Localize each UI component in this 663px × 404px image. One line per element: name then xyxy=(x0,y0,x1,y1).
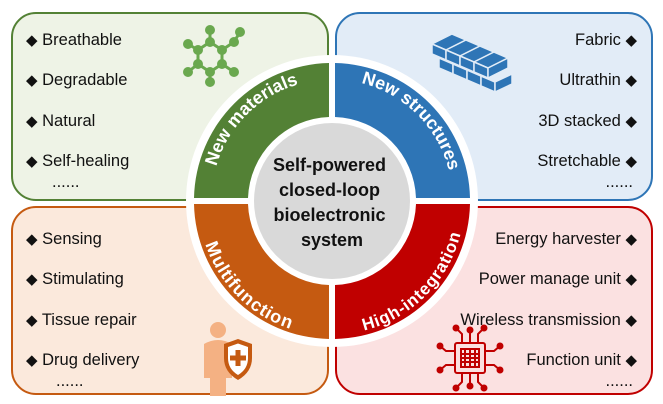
list-item-label: 3D stacked xyxy=(538,112,621,130)
list-item-degradable: ◆ Degradable xyxy=(26,70,127,91)
list-item-self-healing: ◆ Self-healing xyxy=(26,151,129,172)
ring-segment-high-integration xyxy=(335,204,470,339)
list-item-label: Fabric xyxy=(575,31,621,49)
bullet-diamond-icon: ◆ xyxy=(26,352,38,369)
bullet-diamond-icon: ◆ xyxy=(625,153,637,170)
ellipsis-multifunction: ...... xyxy=(56,372,84,390)
ring-segment-new-structures xyxy=(335,63,470,198)
center-line-1: Self-powered xyxy=(273,155,386,175)
bullet-diamond-icon: ◆ xyxy=(625,312,637,329)
ellipsis-high-integration: ...... xyxy=(605,372,633,390)
bullet-diamond-icon: ◆ xyxy=(26,153,38,170)
center-line-2: closed-loop xyxy=(279,180,380,200)
bullet-diamond-icon: ◆ xyxy=(26,113,38,130)
list-item-tissue-repair: ◆ Tissue repair xyxy=(26,310,137,331)
list-item-fabric: Fabric ◆ xyxy=(575,30,637,51)
list-item-natural: ◆ Natural xyxy=(26,111,95,132)
ring-segment-new-materials xyxy=(194,63,329,198)
list-item-power-manage-unit: Power manage unit ◆ xyxy=(479,269,637,290)
list-item-3d-stacked: 3D stacked ◆ xyxy=(538,111,637,132)
list-item-label: Stimulating xyxy=(42,270,124,288)
list-item-sensing: ◆ Sensing xyxy=(26,229,102,250)
list-item-label: Wireless transmission xyxy=(460,311,621,329)
list-item-label: Stretchable xyxy=(537,152,621,170)
list-item-label: Natural xyxy=(42,112,96,130)
list-item-wireless-transmission: Wireless transmission ◆ xyxy=(460,310,637,331)
bullet-diamond-icon: ◆ xyxy=(26,271,38,288)
brick-wall-icon xyxy=(430,33,513,94)
list-item-label: Power manage unit xyxy=(478,270,621,288)
bullet-diamond-icon: ◆ xyxy=(625,32,637,49)
bullet-diamond-icon: ◆ xyxy=(625,72,637,89)
list-item-label: Degradable xyxy=(42,71,128,89)
list-item-stimulating: ◆ Stimulating xyxy=(26,269,124,290)
list-item-stretchable: Stretchable ◆ xyxy=(537,151,637,172)
list-item-label: Sensing xyxy=(42,230,102,248)
list-item-drug-delivery: ◆ Drug delivery xyxy=(26,350,139,371)
molecule-icon xyxy=(183,25,245,87)
bullet-diamond-icon: ◆ xyxy=(26,312,38,329)
ring-segment-multifunction xyxy=(194,204,329,339)
list-item-function-unit: Function unit ◆ xyxy=(526,350,637,371)
chip-icon xyxy=(436,324,504,392)
bullet-diamond-icon: ◆ xyxy=(26,72,38,89)
ellipsis-new-structures: ...... xyxy=(605,173,633,191)
center-label: Self-powered closed-loop bioelectronic s… xyxy=(273,155,391,250)
ellipsis-new-materials: ...... xyxy=(52,173,80,191)
list-item-label: Ultrathin xyxy=(559,71,621,89)
list-item-label: Drug delivery xyxy=(42,351,140,369)
list-item-label: Energy harvester xyxy=(495,230,621,248)
bullet-diamond-icon: ◆ xyxy=(625,113,637,130)
center-line-4: system xyxy=(301,230,363,250)
list-item-label: Tissue repair xyxy=(41,311,137,329)
list-item-label: Function unit xyxy=(526,351,621,369)
list-item-ultrathin: Ultrathin ◆ xyxy=(559,70,637,91)
list-item-breathable: ◆ Breathable xyxy=(26,30,122,51)
center-line-3: bioelectronic xyxy=(273,205,385,225)
bullet-diamond-icon: ◆ xyxy=(625,271,637,288)
bullet-diamond-icon: ◆ xyxy=(625,231,637,248)
person-shield-icon xyxy=(204,322,252,396)
bullet-diamond-icon: ◆ xyxy=(26,32,38,49)
bullet-diamond-icon: ◆ xyxy=(625,352,637,369)
list-item-label: Breathable xyxy=(42,31,122,49)
list-item-energy-harvester: Energy harvester ◆ xyxy=(495,229,637,250)
center-circle xyxy=(254,123,410,279)
list-item-label: Self-healing xyxy=(42,152,130,170)
bullet-diamond-icon: ◆ xyxy=(26,231,38,248)
